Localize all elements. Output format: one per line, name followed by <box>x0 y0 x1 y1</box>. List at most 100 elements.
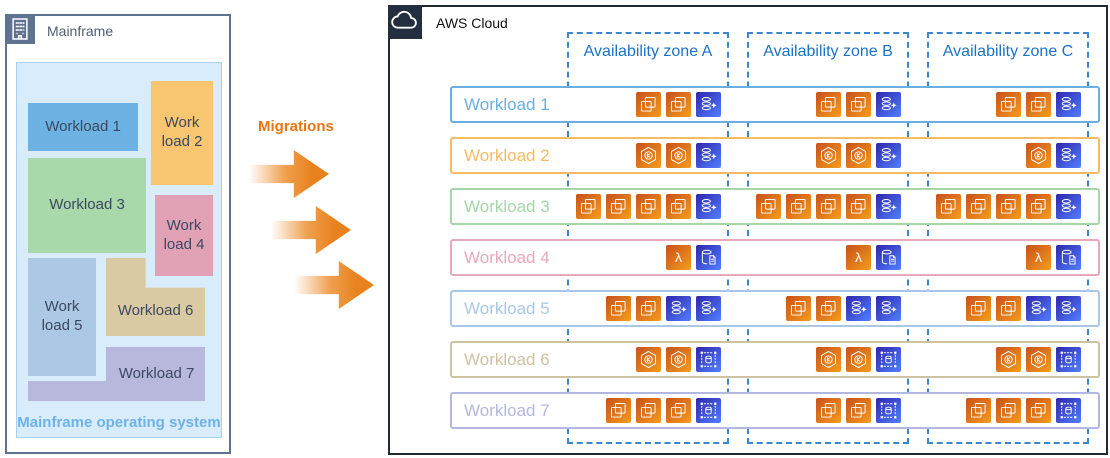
eks-icon <box>636 347 661 372</box>
migration-arrow-icon <box>249 150 329 198</box>
database-icon <box>696 92 721 117</box>
workload-row-label: Workload 4 <box>464 247 550 267</box>
aws-cloud-title: AWS Cloud <box>436 15 508 31</box>
database-icon <box>1056 143 1081 168</box>
ec2-instances-icon <box>666 194 691 219</box>
database-icon <box>876 194 901 219</box>
mainframe-workload-block: Work load 5 <box>28 258 96 376</box>
database-icon <box>1056 92 1081 117</box>
availability-zone-title: Availability zone B <box>763 43 893 60</box>
workload-row: Workload 1 <box>450 86 1100 123</box>
svg-text:λ: λ <box>855 250 863 265</box>
zone-icon-group <box>929 394 1091 427</box>
zone-icon-group <box>569 88 731 121</box>
database-icon <box>1026 296 1051 321</box>
aws-cloud-icon <box>388 5 422 39</box>
eks-icon <box>1026 347 1051 372</box>
database-icon <box>1056 296 1081 321</box>
database-icon <box>1056 194 1081 219</box>
ec2-instances-icon <box>846 398 871 423</box>
ec2-instances-icon <box>966 194 991 219</box>
zone-icon-group <box>569 292 731 325</box>
zone-icon-group <box>749 139 911 172</box>
ec2-instances-icon <box>606 398 631 423</box>
database-cluster-icon <box>696 398 721 423</box>
documentdb-icon <box>876 245 901 270</box>
ec2-instances-icon <box>636 194 661 219</box>
ec2-instances-icon <box>966 398 991 423</box>
database-icon <box>666 296 691 321</box>
mainframe-building-icon <box>5 14 35 44</box>
eks-icon <box>846 347 871 372</box>
zone-icon-group <box>929 88 1091 121</box>
ec2-instances-icon <box>606 296 631 321</box>
workload-row: Workload 3 <box>450 188 1100 225</box>
migration-arrow-icon <box>271 206 351 254</box>
workload-row: Workload 5 <box>450 290 1100 327</box>
eks-icon <box>816 143 841 168</box>
ec2-instances-icon <box>846 92 871 117</box>
ec2-instances-icon <box>996 92 1021 117</box>
ec2-instances-icon <box>756 194 781 219</box>
workload-row-label: Workload 6 <box>464 349 550 369</box>
database-cluster-icon <box>696 347 721 372</box>
zone-icon-group <box>929 139 1091 172</box>
availability-zone: Availability zone A <box>567 32 729 444</box>
aws-cloud-panel: AWS Cloud Availability zone A Availabilit… <box>388 5 1108 455</box>
database-icon <box>876 92 901 117</box>
ec2-instances-icon <box>816 398 841 423</box>
ec2-instances-icon <box>666 398 691 423</box>
svg-text:λ: λ <box>1035 250 1043 265</box>
zone-icon-group <box>569 139 731 172</box>
availability-zone: Availability zone B <box>747 32 909 444</box>
zone-icon-group: λ <box>929 241 1091 274</box>
eks-icon <box>1026 143 1051 168</box>
documentdb-icon <box>696 245 721 270</box>
mainframe-workload-block: Workload 3 <box>28 158 146 253</box>
eks-icon <box>666 143 691 168</box>
database-cluster-icon <box>876 347 901 372</box>
ec2-instances-icon <box>996 194 1021 219</box>
ec2-instances-icon <box>816 194 841 219</box>
eks-icon <box>846 143 871 168</box>
workload-row: Workload 4 λ λ λ <box>450 239 1100 276</box>
database-icon <box>876 143 901 168</box>
ec2-instances-icon <box>1026 398 1051 423</box>
zone-icon-group <box>569 190 731 223</box>
ec2-instances-icon <box>1026 92 1051 117</box>
database-cluster-icon <box>1056 347 1081 372</box>
lambda-icon: λ <box>666 245 691 270</box>
ec2-instances-icon <box>576 194 601 219</box>
workload-row: Workload 6 <box>450 341 1100 378</box>
mainframe-workload-label: Workload 7 <box>118 364 195 382</box>
mainframe-title: Mainframe <box>47 23 114 39</box>
zone-icon-group: λ <box>749 241 911 274</box>
mainframe-workload-label: Workload 6 <box>117 301 194 319</box>
zone-icon-group <box>749 343 911 376</box>
workload-row-label: Workload 2 <box>464 145 550 165</box>
eks-icon <box>666 347 691 372</box>
ec2-instances-icon <box>966 296 991 321</box>
mainframe-workload-block: Work load 4 <box>155 195 213 276</box>
database-cluster-icon <box>876 398 901 423</box>
mainframe-workload-label: Workload 3 <box>49 196 125 214</box>
eks-icon <box>636 143 661 168</box>
zone-icon-group <box>929 190 1091 223</box>
mainframe-os-label: Mainframe operating system <box>17 414 221 431</box>
ec2-instances-icon <box>996 296 1021 321</box>
ec2-instances-icon <box>606 194 631 219</box>
ec2-instances-icon <box>846 194 871 219</box>
ec2-instances-icon <box>786 296 811 321</box>
ec2-instances-icon <box>1026 194 1051 219</box>
ec2-instances-icon <box>636 296 661 321</box>
zone-icon-group <box>929 292 1091 325</box>
database-cluster-icon <box>1056 398 1081 423</box>
ec2-instances-icon <box>636 92 661 117</box>
ec2-instances-icon <box>666 92 691 117</box>
eks-icon <box>816 347 841 372</box>
documentdb-icon <box>1056 245 1081 270</box>
ec2-instances-icon <box>816 92 841 117</box>
database-icon <box>696 194 721 219</box>
